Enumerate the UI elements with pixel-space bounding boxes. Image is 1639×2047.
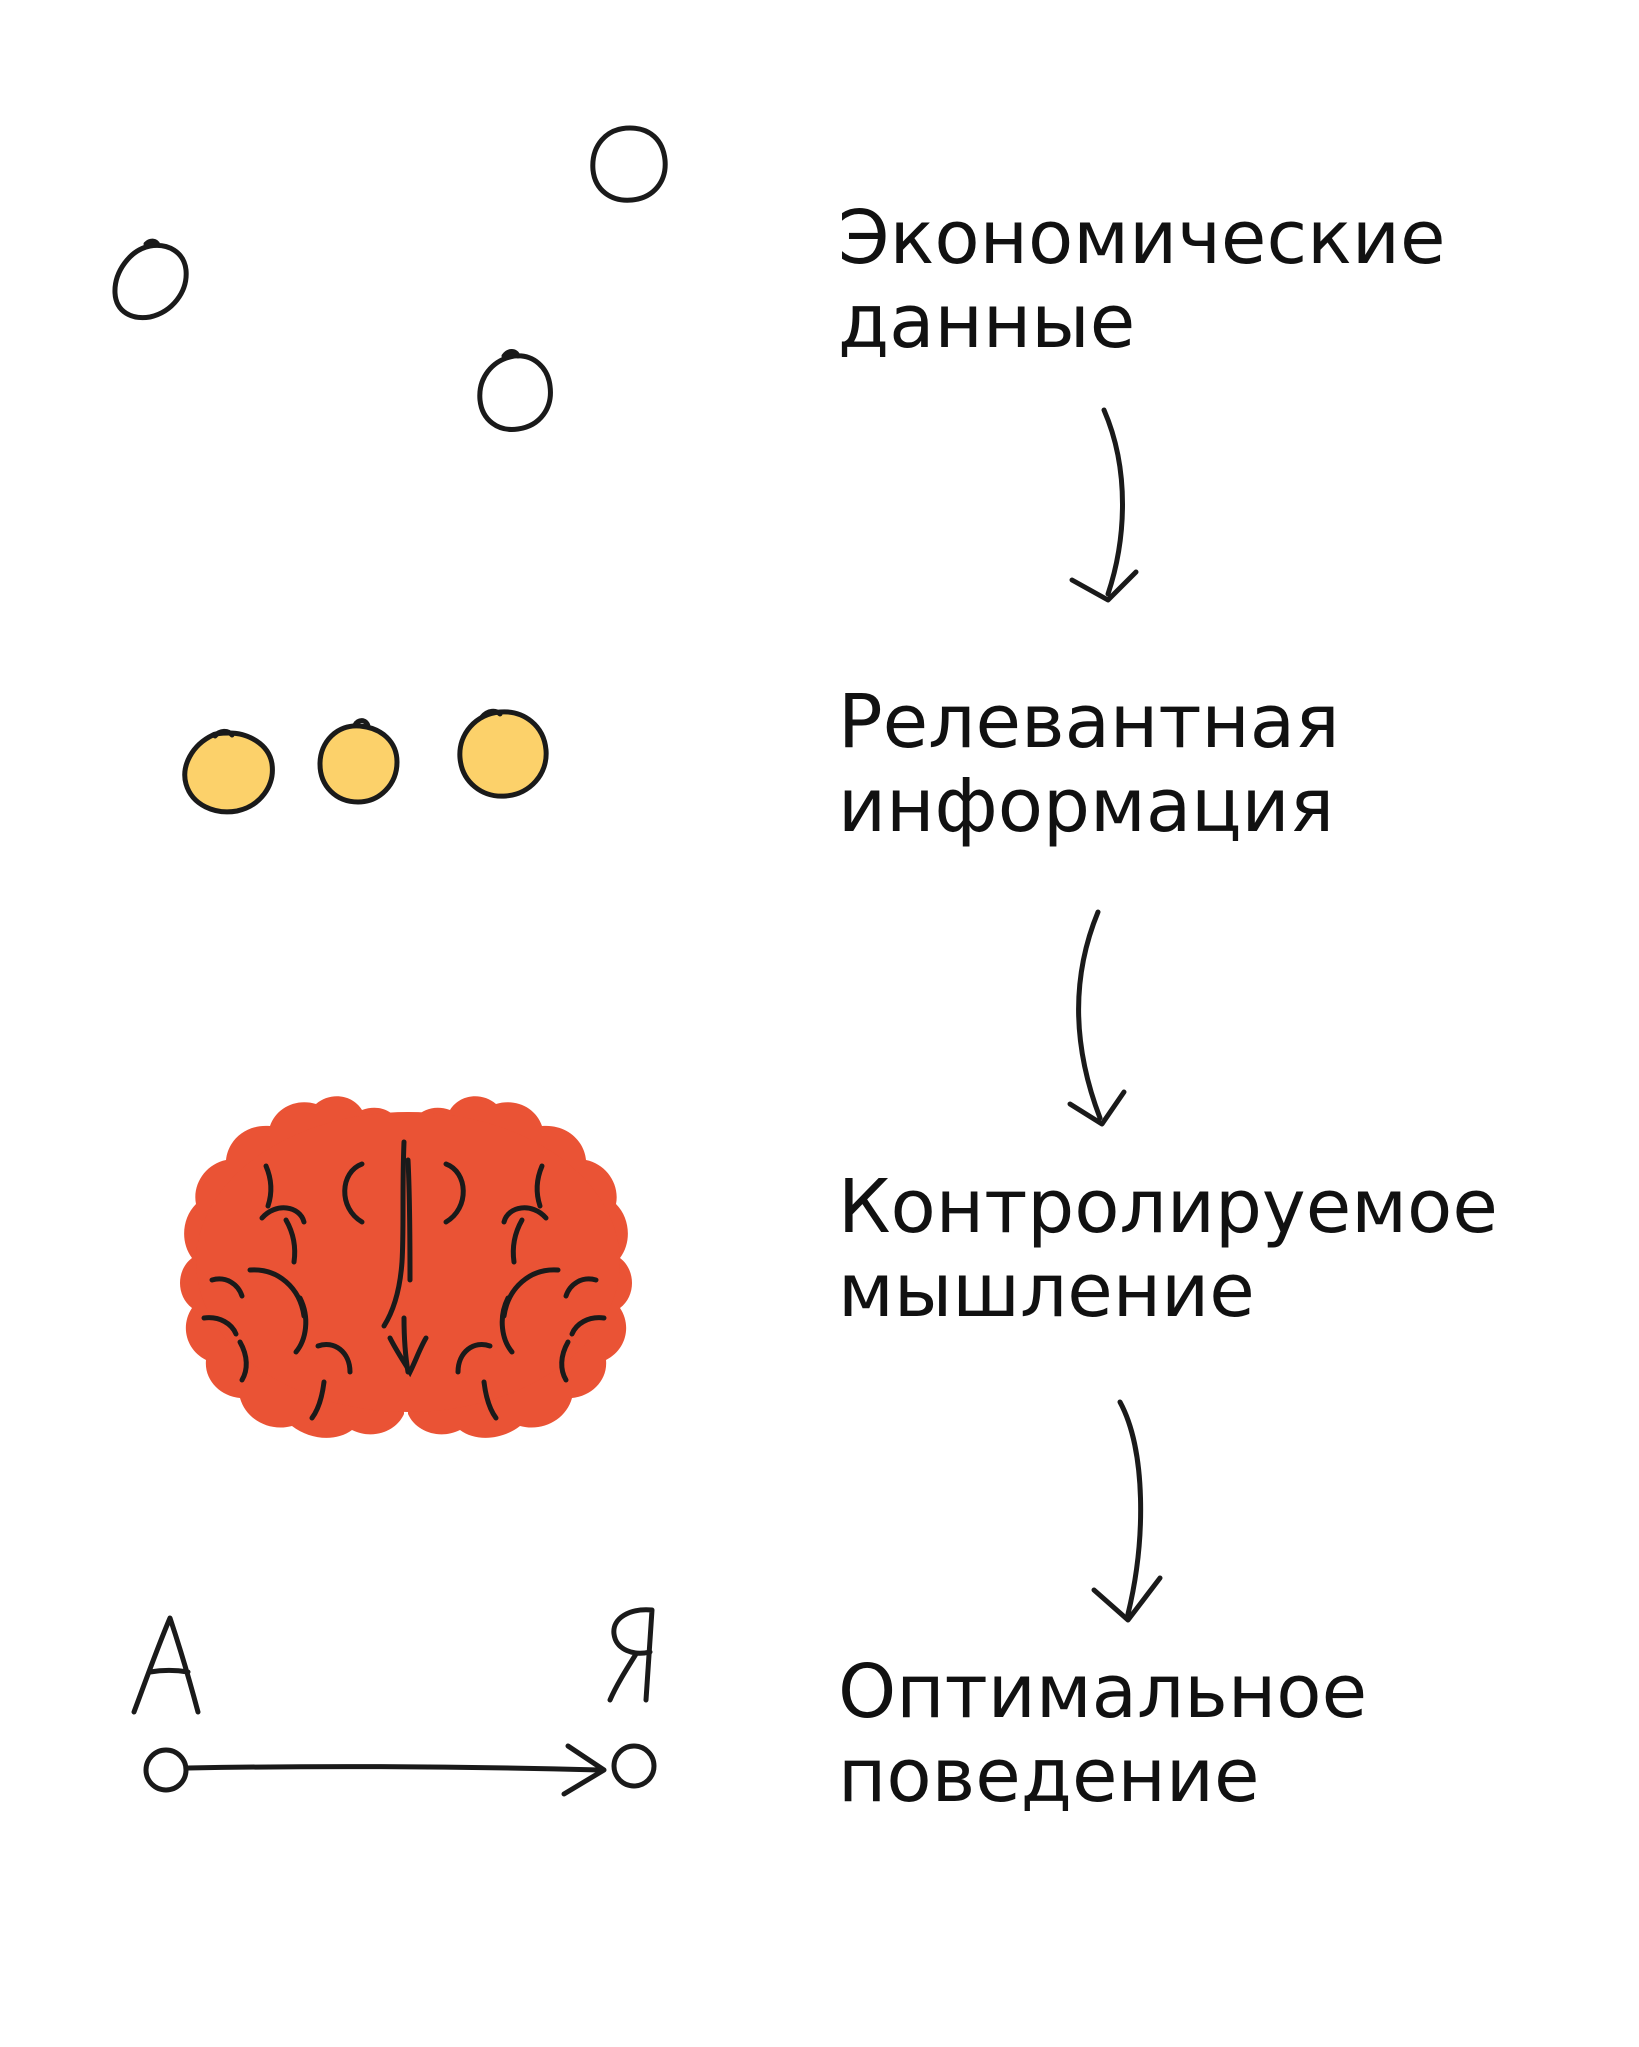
step-label-relevant-information: Релевантная информация	[838, 680, 1598, 848]
empty-circle	[590, 125, 668, 203]
path-arrow-line	[185, 1764, 603, 1773]
yellow-dot	[182, 730, 275, 815]
step-label-line: Релевантная	[838, 679, 1340, 765]
down-arrow-3	[1091, 1399, 1163, 1623]
step-label-optimal-behavior: Оптимальное поведение	[838, 1650, 1598, 1818]
a-to-ya-path-icon	[131, 1607, 657, 1797]
empty-circle	[477, 349, 553, 432]
step-label-line: Оптимальное	[838, 1649, 1368, 1735]
letter-a-drawing	[131, 1615, 201, 1715]
scattered-empty-circles-icon	[112, 125, 668, 432]
down-arrow-1	[1069, 407, 1139, 603]
flow-arrows	[1067, 407, 1163, 1623]
yellow-dot	[457, 709, 549, 799]
end-point	[611, 1743, 657, 1789]
step-label-line: Контролируемое	[838, 1164, 1498, 1250]
yellow-dot	[317, 723, 400, 805]
yellow-dots-icon	[182, 708, 549, 815]
start-point	[143, 1747, 189, 1793]
empty-circle	[112, 238, 189, 321]
step-label-line: Экономические	[838, 195, 1446, 281]
letter-ya-drawing	[607, 1607, 655, 1703]
down-arrow-2	[1067, 909, 1127, 1127]
step-label-line: информация	[838, 763, 1335, 849]
brain-folds	[201, 1139, 607, 1421]
step-label-line: данные	[838, 279, 1136, 365]
step-label-controlled-thinking: Контролируемое мышление	[838, 1165, 1598, 1333]
step-label-line: мышление	[838, 1248, 1255, 1334]
path-arrow-head	[561, 1743, 607, 1797]
step-label-line: поведение	[838, 1733, 1260, 1819]
step-label-economic-data: Экономические данные	[838, 196, 1598, 364]
brain-icon	[180, 1096, 632, 1438]
